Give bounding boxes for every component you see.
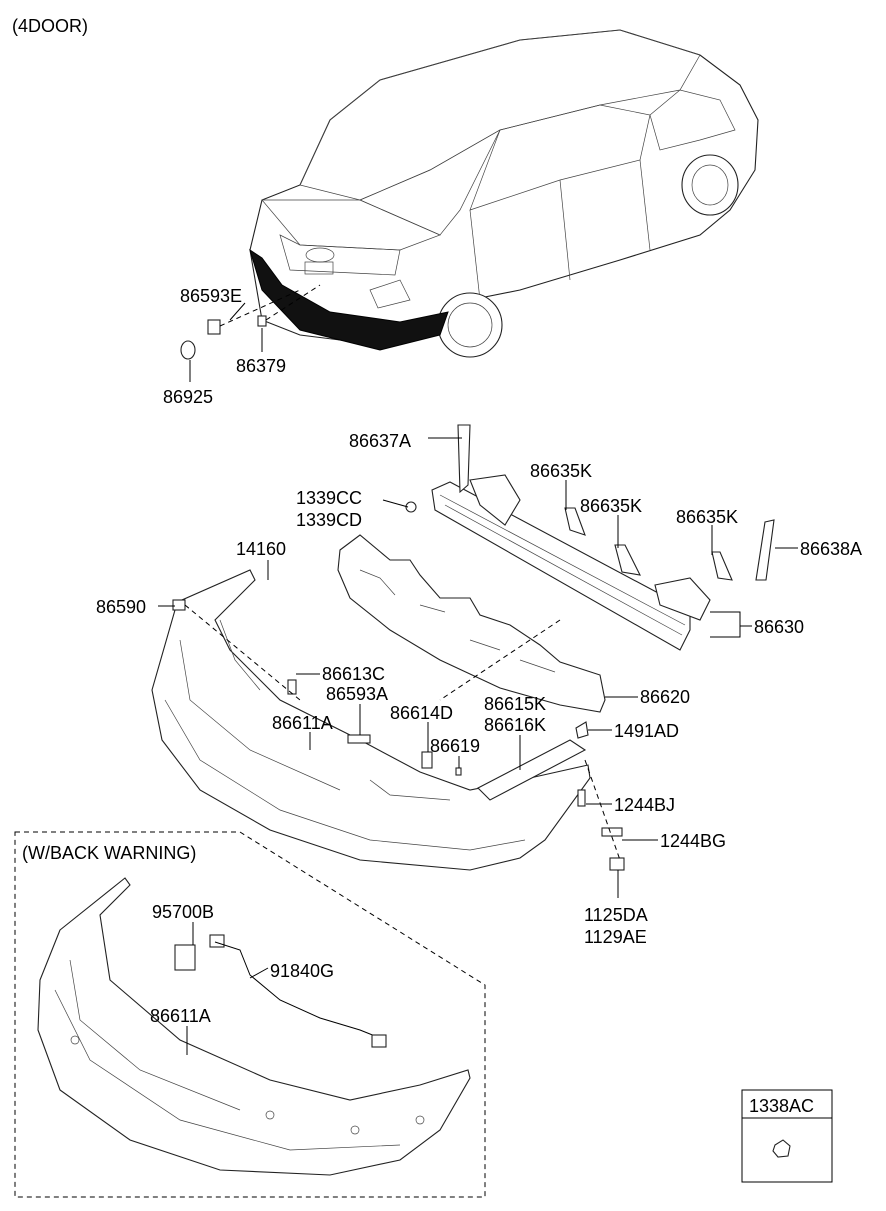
nut-1491AD <box>575 721 589 739</box>
screw-1125DA <box>609 857 625 871</box>
callout-1129AE: 1129AE <box>584 927 647 947</box>
callout-86593E: 86593E <box>180 286 242 306</box>
back-warning-inset <box>14 831 486 1198</box>
callout-1125DA: 1125DA <box>584 905 648 925</box>
callout-86590: 86590 <box>96 597 146 617</box>
bolt-1244BJ <box>577 789 586 807</box>
stay-86637A <box>457 424 471 494</box>
sensor-95700B <box>174 944 196 971</box>
callout-86630: 86630 <box>754 617 804 637</box>
callout-86637A: 86637A <box>349 431 411 451</box>
callout-1244BJ: 1244BJ <box>614 795 675 815</box>
bracket-86614D <box>421 751 433 769</box>
leader-lines <box>158 437 798 898</box>
bumper-small-parts <box>172 599 625 871</box>
cap-86925 <box>180 340 196 360</box>
callout-86638A: 86638A <box>800 539 862 559</box>
callout-86611A: 86611A <box>272 713 333 733</box>
bracket-86613C <box>287 679 297 695</box>
callout-86615K: 86615K <box>484 694 546 714</box>
legend-box-label: 1338AC <box>749 1096 814 1116</box>
bolt-86593E <box>207 319 221 335</box>
plate-86593A <box>347 734 371 744</box>
energy-absorber-86620 <box>337 534 606 713</box>
clip-86619 <box>455 767 462 776</box>
callout-1339CC: 1339CC <box>296 488 362 508</box>
callout-91840G: 91840G <box>270 961 334 981</box>
callout-86611A-inset: 86611A <box>150 1006 211 1026</box>
variant-label: (4DOOR) <box>12 16 88 36</box>
callout-14160: 14160 <box>236 539 286 559</box>
legend-box <box>741 1089 833 1183</box>
bumper-cover-main <box>151 569 591 871</box>
labels: (4DOOR) 86593E 86379 86925 86637A 86635K… <box>12 16 862 1116</box>
callout-86593A: 86593A <box>326 684 388 704</box>
callout-86635K-3: 86635K <box>676 507 738 527</box>
clip-86379 <box>257 315 267 327</box>
car-illustration <box>249 29 759 358</box>
callout-86379: 86379 <box>236 356 286 376</box>
inset-title: (W/BACK WARNING) <box>22 843 196 863</box>
callout-86635K-1: 86635K <box>530 461 592 481</box>
small-parts-car <box>180 284 321 382</box>
callout-1491AD: 1491AD <box>614 721 679 741</box>
callout-86619: 86619 <box>430 736 480 756</box>
callout-86925: 86925 <box>163 387 213 407</box>
callout-1339CD: 1339CD <box>296 510 362 530</box>
callout-95700B: 95700B <box>152 902 214 922</box>
connector-91840G <box>371 1034 387 1048</box>
callout-86620: 86620 <box>640 687 690 707</box>
callout-86613C: 86613C <box>322 664 385 684</box>
impact-beam-assembly <box>405 424 775 651</box>
callout-86614D: 86614D <box>390 703 453 723</box>
clip-1338AC-icon <box>772 1139 791 1158</box>
callout-86616K: 86616K <box>484 715 546 735</box>
stay-86638A <box>755 519 775 581</box>
bolt-1244BG <box>601 827 623 837</box>
callout-1244BG: 1244BG <box>660 831 726 851</box>
clip-86590 <box>172 599 186 611</box>
callout-86635K-2: 86635K <box>580 496 642 516</box>
